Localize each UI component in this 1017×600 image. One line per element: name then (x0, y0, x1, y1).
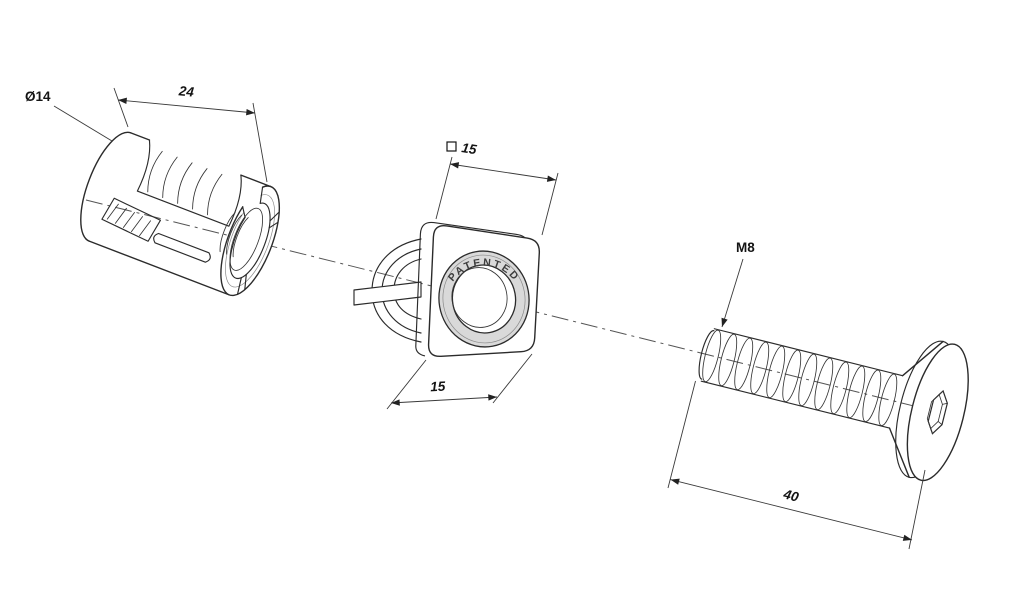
expander-sleeve-part (80, 131, 280, 297)
sleeve-collet-slits (236, 211, 280, 295)
dimension-label-sq15: 15 (461, 140, 479, 157)
flange-key-bar (353, 281, 422, 306)
extension-lines-sq15 (435, 156, 559, 236)
screw-tip-edge (698, 330, 715, 380)
screw-part (698, 328, 969, 482)
sleeve-back-edge (80, 131, 132, 242)
sleeve-top-window (136, 139, 242, 227)
flange-bushing-part: PATENTED (353, 221, 541, 358)
sleeve-bore-depth-edge (229, 207, 264, 271)
square-symbol-icon (446, 141, 457, 152)
screw-thread (702, 329, 898, 426)
screw-head-rim (895, 340, 958, 479)
sleeve-bore-thread-arcs (219, 212, 249, 258)
dimension-line-24 (117, 97, 256, 116)
screw-head-cone (888, 340, 944, 479)
sleeve-inner-thread-arcs (147, 150, 223, 216)
sleeve-back-slot-thread-lines (106, 203, 152, 237)
diameter-label-o14: Ø14 (25, 89, 51, 104)
extension-lines-40 (667, 380, 926, 550)
sleeve-front-chamfer (225, 194, 275, 288)
hex-socket-edges (930, 390, 948, 435)
leader-line-m8 (721, 258, 744, 328)
sleeve-bore-rim (229, 202, 271, 280)
flange-bore-depth-edge (451, 267, 508, 328)
sleeve-length-dimension: 24 (113, 83, 268, 183)
thread-label-m8: M8 (736, 240, 755, 255)
dimension-label-24: 24 (177, 83, 195, 99)
dimension-line-40 (670, 478, 913, 541)
dimension-label-15: 15 (430, 379, 446, 395)
sleeve-body-outline (88, 132, 272, 296)
screw-thread-callout: M8 (721, 240, 755, 328)
screw-length-dimension: 40 (667, 380, 926, 550)
sleeve-back-slot (101, 197, 161, 242)
screw-head-face (906, 343, 969, 482)
leader-line-o14 (53, 105, 113, 142)
dimension-line-sq15 (449, 162, 557, 182)
sleeve-bore-fill (229, 203, 271, 279)
sleeve-front-rim (220, 185, 280, 297)
screw-shank-outline (700, 328, 904, 429)
sleeve-finger-gap-edges (242, 186, 264, 218)
flange-ring-chamfer (442, 254, 526, 344)
sleeve-diameter-callout: Ø14 (25, 89, 113, 142)
flange-width-dimension: 15 (386, 353, 533, 410)
flange-square-dimension: 15 (435, 140, 559, 236)
dimension-label-40: 40 (781, 486, 801, 505)
extension-lines-15 (386, 353, 533, 410)
dimension-line-15 (390, 394, 498, 406)
sleeve-side-slot (153, 232, 211, 263)
